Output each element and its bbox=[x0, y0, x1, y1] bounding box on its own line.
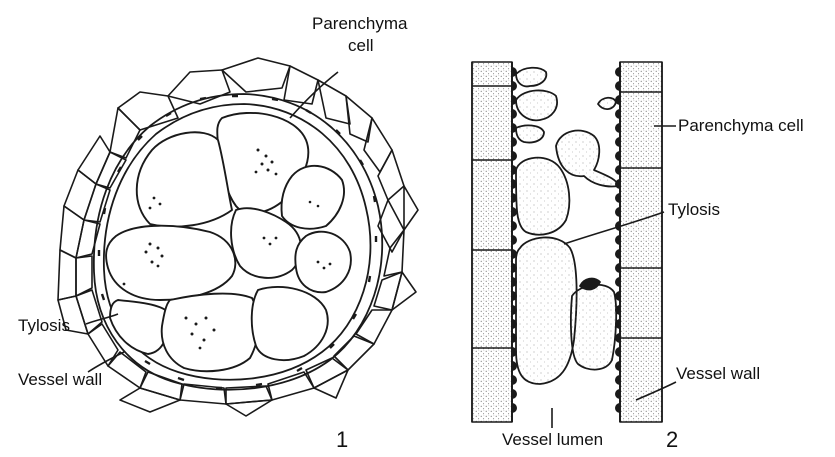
tylosis-right-lower bbox=[295, 232, 351, 293]
left-cell-column bbox=[472, 62, 512, 422]
tyloses-panel2 bbox=[516, 68, 618, 384]
figure-number-1: 1 bbox=[336, 428, 348, 452]
label-vessel-wall-2: Vessel wall bbox=[676, 364, 760, 384]
label-tylosis-1: Tylosis bbox=[18, 316, 70, 336]
tylosis-small-2 bbox=[516, 90, 557, 120]
tylosis-right-small bbox=[598, 98, 616, 109]
tylosis-top-left bbox=[137, 132, 232, 226]
label-tylosis-2: Tylosis bbox=[668, 200, 720, 220]
label-vessel-lumen: Vessel lumen bbox=[502, 430, 603, 450]
tylosis-long bbox=[516, 237, 577, 384]
label-vessel-wall-1: Vessel wall bbox=[18, 370, 102, 390]
tylosis-bottom-center bbox=[162, 294, 259, 372]
panel1-cross-section bbox=[58, 58, 418, 416]
label-parenchyma-cell-2: Parenchyma cell bbox=[678, 116, 804, 136]
tylosis-small-3 bbox=[516, 125, 544, 142]
tyloses-mass bbox=[106, 113, 351, 371]
panel2-longitudinal-section bbox=[472, 62, 676, 428]
tylosis-left-middle bbox=[106, 226, 235, 300]
tylosis-small-top-left bbox=[516, 68, 546, 87]
tylosis-bottom-right bbox=[252, 287, 328, 360]
tylosis-large-upper bbox=[516, 158, 569, 235]
label-parenchyma-cell-1-line2: cell bbox=[348, 36, 374, 56]
tylosis-lower-right bbox=[571, 285, 616, 370]
figure-number-2: 2 bbox=[666, 428, 678, 452]
right-cell-column bbox=[620, 62, 662, 422]
label-parenchyma-cell-1-line1: Parenchyma bbox=[312, 14, 407, 34]
leader-vessel-wall-1 bbox=[88, 352, 124, 372]
